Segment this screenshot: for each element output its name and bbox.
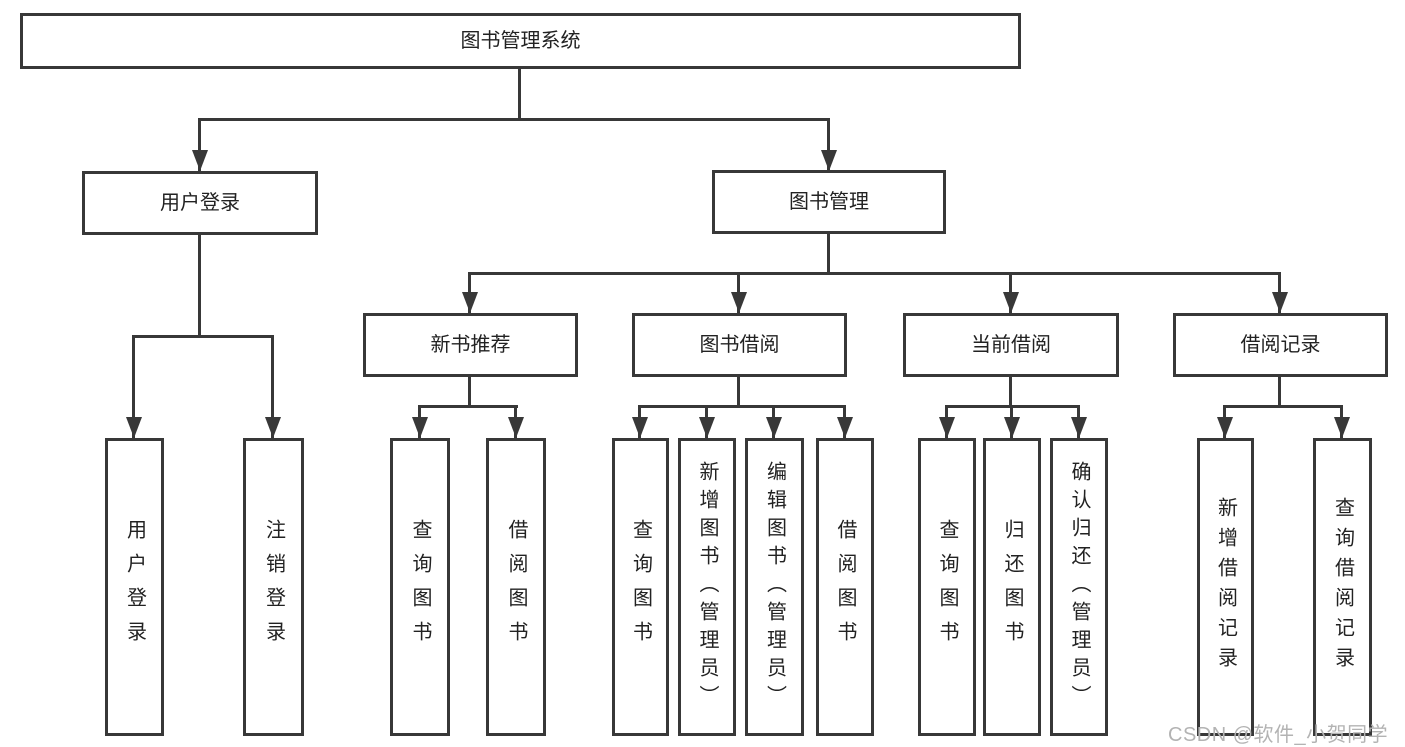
leaf-label: 查询图书 xyxy=(629,519,652,655)
leaf-label: 查询借阅记录 xyxy=(1331,497,1354,677)
leaf-query-books-under-current: 查询图书 xyxy=(918,438,976,736)
leaf-add-borrow-record: 新增借阅记录 xyxy=(1197,438,1254,736)
arrowhead-to-leaf-query-books-1 xyxy=(412,417,428,438)
leaf-query-borrow-record: 查询借阅记录 xyxy=(1313,438,1372,736)
csdn-watermark: CSDN @软件_小贺同学 xyxy=(1168,724,1389,746)
node-label: 图书借阅 xyxy=(699,334,780,356)
leaf-label: 注销登录 xyxy=(262,519,285,655)
connector-book-management-stem xyxy=(827,234,830,272)
connector-book-borrow-rail xyxy=(638,405,846,408)
leaf-query-books-under-borrow: 查询图书 xyxy=(612,438,669,736)
leaf-edit-book-admin: 编辑图书（管理员） xyxy=(745,438,804,736)
leaf-confirm-return-admin: 确认归还（管理员） xyxy=(1050,438,1108,736)
node-current-borrow: 当前借阅 xyxy=(903,313,1119,377)
node-label: 新书推荐 xyxy=(430,334,511,356)
arrowhead-to-current-borrow xyxy=(1003,292,1019,313)
leaf-label: 借阅图书 xyxy=(505,519,527,655)
connector-book-management-rail xyxy=(468,272,1281,275)
leaf-borrow-books-under-borrow: 借阅图书 xyxy=(816,438,874,736)
leaf-label: 新增借阅记录 xyxy=(1214,497,1237,677)
node-label: 借阅记录 xyxy=(1240,334,1321,356)
leaf-label: 编辑图书（管理员） xyxy=(763,461,786,713)
connector-root-stem xyxy=(518,69,521,118)
arrowhead-to-leaf-query-borrow-record xyxy=(1334,417,1350,438)
node-label: 用户登录 xyxy=(160,192,240,214)
arrowhead-to-leaf-query-books-3 xyxy=(939,417,955,438)
arrowhead-to-leaf-logout xyxy=(265,417,281,438)
node-borrow-records: 借阅记录 xyxy=(1173,313,1388,377)
arrowhead-to-leaf-edit-book xyxy=(766,417,782,438)
arrowhead-to-leaf-query-books-2 xyxy=(632,417,648,438)
node-new-book-recommend: 新书推荐 xyxy=(363,313,578,377)
arrowhead-to-book-borrow xyxy=(731,292,747,313)
connector-user-login-stem xyxy=(198,235,201,335)
arrowhead-to-leaf-borrow-books-1 xyxy=(508,417,524,438)
connector-user-login-rail xyxy=(132,335,274,338)
leaf-label: 归还图书 xyxy=(1001,519,1023,655)
arrowhead-to-user-login xyxy=(192,150,208,171)
arrowhead-to-leaf-add-book xyxy=(699,417,715,438)
leaf-user-login: 用户登录 xyxy=(105,438,164,736)
node-book-borrow: 图书借阅 xyxy=(632,313,847,377)
connector-root-rail xyxy=(198,118,830,121)
node-book-management: 图书管理 xyxy=(712,170,946,234)
node-user-login: 用户登录 xyxy=(82,171,318,235)
arrowhead-to-book-management xyxy=(821,150,837,171)
leaf-return-book: 归还图书 xyxy=(983,438,1041,736)
connector-book-borrow-stem xyxy=(737,377,740,405)
connector-borrow-records-stem xyxy=(1278,377,1281,405)
connector-new-book-recommend-stem xyxy=(468,377,471,405)
arrowhead-to-borrow-records xyxy=(1272,292,1288,313)
arrowhead-to-leaf-borrow-books-2 xyxy=(837,417,853,438)
arrowhead-to-new-book-recommend xyxy=(462,292,478,313)
leaf-label: 新增图书（管理员） xyxy=(696,461,718,713)
arrowhead-to-leaf-user-login xyxy=(126,417,142,438)
leaf-borrow-books-under-recommend: 借阅图书 xyxy=(486,438,546,736)
leaf-label: 借阅图书 xyxy=(834,519,856,655)
connector-borrow-records-rail xyxy=(1223,405,1343,408)
connector-to-leaf-user-login xyxy=(132,335,135,438)
node-label: 当前借阅 xyxy=(971,334,1051,356)
node-label: 图书管理 xyxy=(789,191,869,213)
leaf-logout: 注销登录 xyxy=(243,438,304,736)
connector-root-to-book-management xyxy=(827,118,830,172)
leaf-label: 查询图书 xyxy=(409,519,431,655)
arrowhead-to-leaf-return-book xyxy=(1004,417,1020,438)
node-library-management-system: 图书管理系统 xyxy=(20,13,1021,69)
leaf-query-books-under-recommend: 查询图书 xyxy=(390,438,450,736)
node-label: 图书管理系统 xyxy=(460,30,581,52)
arrowhead-to-leaf-add-borrow-record xyxy=(1217,417,1233,438)
leaf-label: 查询图书 xyxy=(936,519,958,655)
leaf-label: 确认归还（管理员） xyxy=(1068,461,1090,713)
connector-root-to-user-login xyxy=(198,118,201,172)
leaf-label: 用户登录 xyxy=(123,519,146,655)
connector-to-leaf-logout xyxy=(271,335,274,438)
connector-current-borrow-stem xyxy=(1009,377,1012,405)
leaf-add-book-admin: 新增图书（管理员） xyxy=(678,438,736,736)
connector-new-book-recommend-rail xyxy=(418,405,518,408)
arrowhead-to-leaf-confirm-return xyxy=(1071,417,1087,438)
